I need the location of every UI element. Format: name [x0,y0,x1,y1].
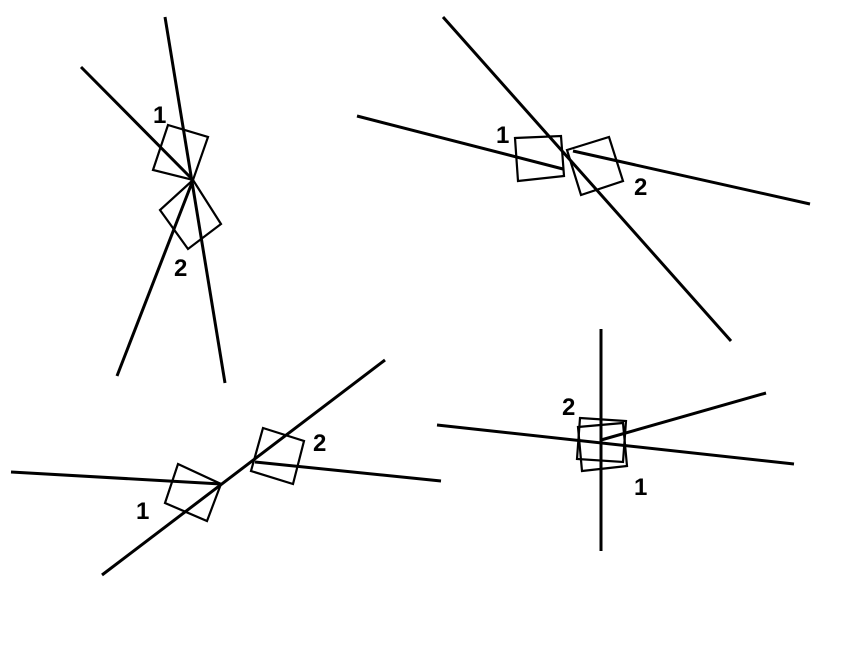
figure-1-ray-c [115,179,195,377]
figure-4-line-horizontal [436,423,795,466]
figure-2-label-2: 2 [634,174,647,201]
figure-4-label-2: 2 [562,394,575,421]
figure-1-label-1: 1 [153,102,166,129]
figure-3-line-a [101,358,386,577]
figure-2-ray-c [572,149,811,206]
figure-4-angle-box-2 [576,421,629,473]
figure-2-line-a [441,16,733,342]
figure-2: 1 2 [356,16,811,342]
figure-3-label-2: 2 [313,430,326,457]
figure-4-ray-upper [600,391,767,442]
figure-3-angle-box-1 [163,462,223,523]
figure-2-ray-b [356,114,564,171]
figure-1-ray-b [79,65,195,182]
figure-1-angle-box-2 [158,178,223,251]
figure-3-ray-b [10,470,222,486]
figure-2-angle-box-1 [513,134,566,183]
figure-3: 1 2 [10,358,442,577]
figure-2-label-1: 1 [496,122,509,149]
figure-1-angle-box-1 [151,123,210,182]
figure-1: 1 2 [79,16,227,384]
figure-4-angle-box-1 [575,416,628,464]
figure-3-angle-box-2 [249,426,306,486]
figure-1-line-a [163,16,227,384]
figure-4-label-1: 1 [634,474,647,501]
figure-2-angle-box-2 [565,135,625,197]
figure-3-ray-c [254,460,442,483]
figure-3-label-1: 1 [136,498,149,525]
figure-4: 1 2 [436,329,795,551]
figure-1-label-2: 2 [174,255,187,282]
